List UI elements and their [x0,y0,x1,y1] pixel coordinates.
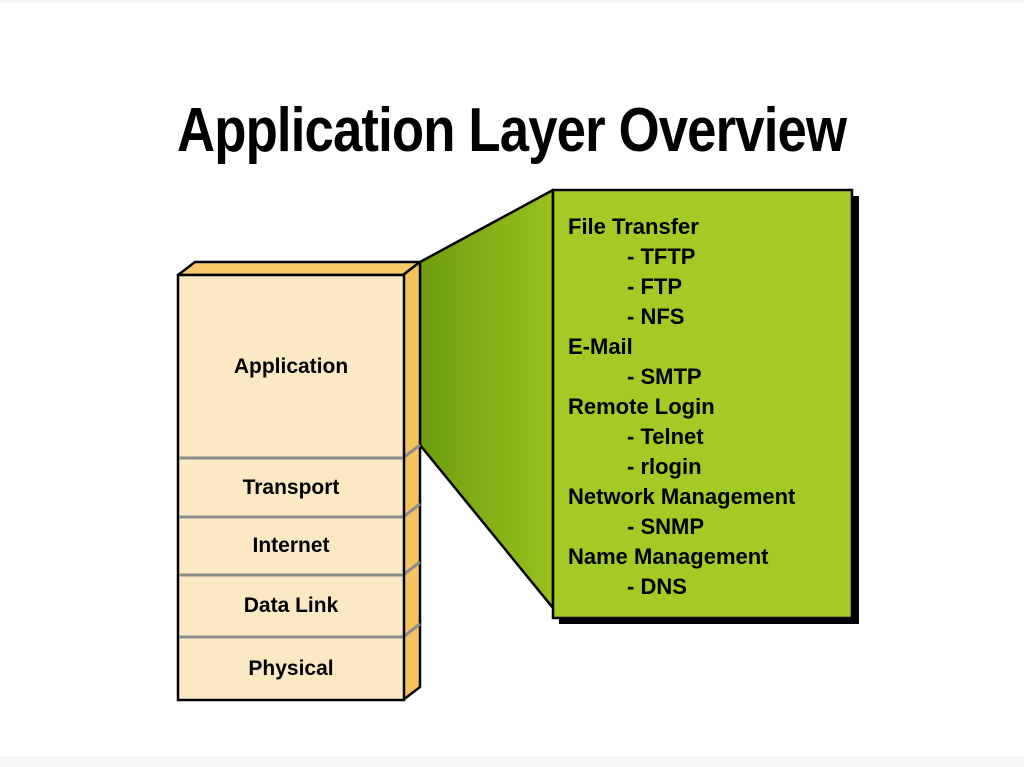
page-edge-bottom [0,756,1024,767]
layer-stack-front-face [176,273,406,702]
protocol-category-label: Name Management [568,544,769,569]
protocol-item-label: - Telnet [627,424,704,449]
protocol-item-label: - SMTP [627,364,702,389]
slide-title: Application Layer Overview [0,95,1024,174]
layer-label-application: Application [233,354,349,378]
layer-divider-side-line [402,560,421,577]
page-edge-top [0,0,1024,3]
protocol-category-label: Network Management [568,484,796,509]
layer-label-physical: Physical [248,656,334,680]
protocol-item-label: - rlogin [627,454,702,479]
protocol-item-label: - TFTP [627,244,696,269]
layer-stack-top-face [176,260,422,277]
layer-divider-side-line [402,502,421,519]
layer-divider-side-line [402,622,421,639]
slide-title-text: Application Layer Overview [177,95,847,165]
protocol-category-label: File Transfer [568,214,699,239]
protocol-item-label: - NFS [627,304,685,329]
layer-label-internet: Internet [252,534,330,557]
protocol-item-label: - FTP [627,274,682,299]
protocol-list: File Transfer - TFTP - FTP - NFS E-Mail - SMT… [555,212,849,602]
protocol-item-label: - DNS [627,574,687,599]
layer-label-data-link: Data Link [243,594,339,617]
protocol-item-label: - SNMP [627,514,704,539]
protocol-category-label: Remote Login [568,394,715,419]
layer-divider-side-line [402,443,421,460]
application-funnel-wedge [418,188,555,610]
protocol-box [551,188,854,620]
protocol-category-label: E-Mail [568,334,633,359]
layer-label-transport: Transport [242,475,340,499]
